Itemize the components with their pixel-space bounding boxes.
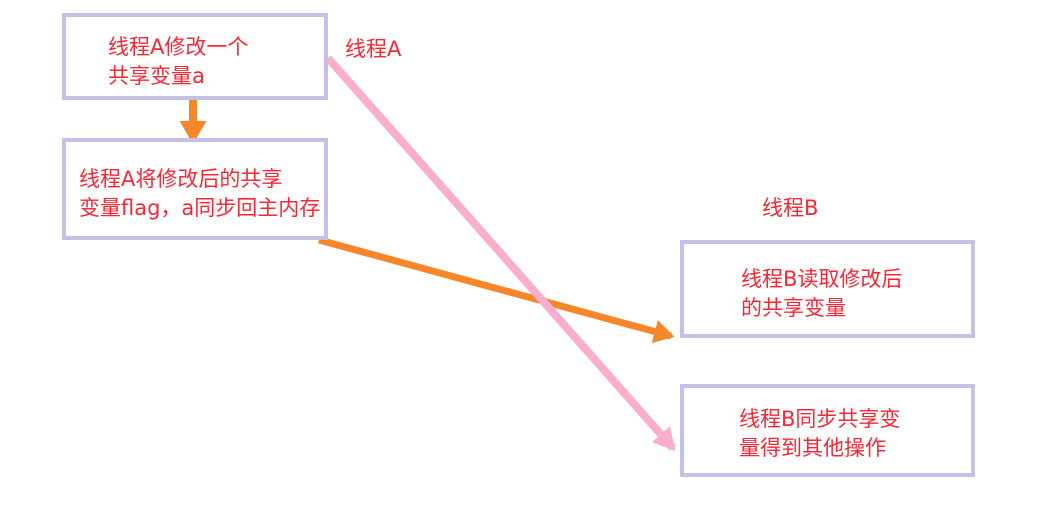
arrow-a2-to-b1-icon bbox=[318, 236, 675, 344]
flow-box-thread-a-sync: 线程A将修改后的共享 变量flag，a同步回主内存 bbox=[62, 138, 328, 240]
box-text-line: 线程A修改一个 bbox=[108, 35, 249, 59]
box-text-line: 量得到其他操作 bbox=[739, 436, 886, 460]
box-text-line: 线程A将修改后的共享 bbox=[79, 167, 283, 191]
thread-b-label: 线程B bbox=[762, 196, 819, 220]
box-text-line: 变量flag，a同步回主内存 bbox=[79, 196, 321, 220]
flow-box-thread-b-read: 线程B读取修改后 的共享变量 bbox=[680, 240, 975, 338]
box-text-line: 的共享变量 bbox=[741, 296, 846, 320]
box-text-line: 共享变量a bbox=[108, 64, 205, 88]
arrow-a1-to-b2-icon bbox=[325, 55, 676, 451]
thread-a-label: 线程A bbox=[345, 37, 402, 61]
box-text-line: 线程B读取修改后 bbox=[741, 267, 903, 291]
flow-box-thread-b-sync: 线程B同步共享变 量得到其他操作 bbox=[680, 384, 975, 477]
box-text-line: 线程B同步共享变 bbox=[739, 407, 901, 431]
flow-box-thread-a-modify: 线程A修改一个 共享变量a bbox=[62, 13, 328, 100]
